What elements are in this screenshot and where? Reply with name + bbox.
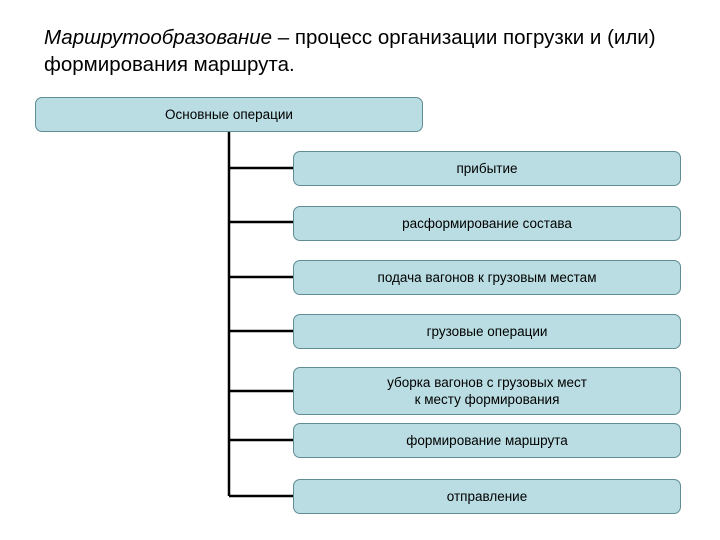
node-leaf-4-label: грузовые операции bbox=[426, 324, 548, 339]
node-leaf-7-label: отправление bbox=[446, 489, 528, 504]
node-leaf-2[interactable]: расформирование состава bbox=[293, 206, 681, 241]
node-leaf-3[interactable]: подача вагонов к грузовым местам bbox=[293, 260, 681, 295]
node-leaf-1[interactable]: прибытие bbox=[293, 151, 681, 186]
title-term: Маршрутообразование bbox=[44, 26, 273, 49]
node-leaf-4[interactable]: грузовые операции bbox=[293, 314, 681, 349]
node-leaf-7[interactable]: отправление bbox=[293, 479, 681, 514]
title-rest: – процесс организации погрузки и (или) ф… bbox=[44, 26, 656, 76]
page-title: Маршрутообразование – процесс организаци… bbox=[44, 24, 684, 78]
node-leaf-5-label: уборка вагонов с грузовых мест к месту ф… bbox=[387, 375, 587, 407]
node-leaf-1-label: прибытие bbox=[456, 161, 518, 176]
node-root-label: Основные операции bbox=[165, 107, 293, 122]
node-leaf-6-label: формирование маршрута bbox=[406, 433, 568, 448]
node-root[interactable]: Основные операции bbox=[35, 97, 423, 132]
node-leaf-5[interactable]: уборка вагонов с грузовых мест к месту ф… bbox=[293, 367, 681, 415]
node-leaf-6[interactable]: формирование маршрута bbox=[293, 423, 681, 458]
node-leaf-2-label: расформирование состава bbox=[402, 216, 572, 231]
node-leaf-3-label: подача вагонов к грузовым местам bbox=[377, 270, 597, 285]
